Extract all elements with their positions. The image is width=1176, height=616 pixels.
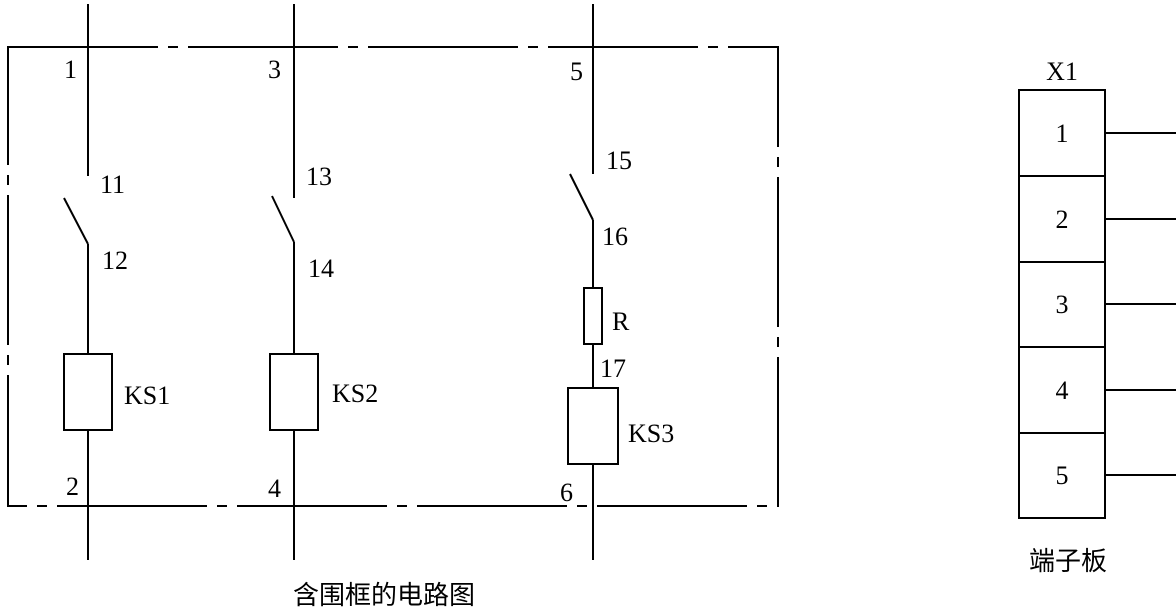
terminal-board-outline	[1018, 89, 1106, 519]
terminal-board: X1 1 2 3 4 5 端子板	[1018, 57, 1176, 577]
node-label-11: 11	[100, 170, 125, 199]
enclosure-frame	[7, 46, 779, 507]
node-label-16: 16	[602, 222, 628, 251]
coil-ks2	[269, 353, 319, 431]
resistor-label-r: R	[612, 307, 630, 336]
node-label-13: 13	[306, 162, 332, 191]
coil-label-ks3: KS3	[628, 419, 674, 448]
node-label-5: 5	[570, 57, 583, 86]
branch-3-switch-blade	[569, 173, 594, 221]
coil-label-ks2: KS2	[332, 379, 378, 408]
terminal-board-caption: 端子板	[1029, 547, 1107, 577]
coil-ks1	[63, 353, 113, 431]
circuit-caption: 含围框的电路图	[293, 581, 475, 611]
node-label-15: 15	[606, 146, 632, 175]
coil-label-ks1: KS1	[124, 381, 170, 410]
coil-ks3	[567, 387, 619, 465]
branch-2-switch-blade	[271, 195, 295, 243]
node-label-6: 6	[560, 478, 573, 507]
node-label-4: 4	[268, 474, 281, 503]
node-label-3: 3	[268, 55, 281, 84]
resistor-r	[583, 287, 603, 345]
terminal-label-5: 5	[1056, 461, 1069, 490]
node-label-12: 12	[102, 246, 128, 275]
node-label-17: 17	[600, 354, 626, 383]
node-label-1: 1	[64, 55, 77, 84]
branch-1: 1 11 12 KS1 2	[63, 4, 170, 560]
terminal-label-3: 3	[1056, 290, 1069, 319]
node-label-14: 14	[308, 254, 334, 283]
terminal-board-name: X1	[1046, 57, 1078, 86]
branch-1-switch-blade	[63, 197, 89, 245]
branch-2: 3 13 14 KS2 4	[268, 4, 378, 560]
branch-3: 5 15 16 R 17 KS3 6	[560, 4, 674, 560]
node-label-2: 2	[66, 472, 79, 501]
terminal-label-4: 4	[1056, 376, 1069, 405]
terminal-label-1: 1	[1056, 119, 1069, 148]
terminal-label-2: 2	[1056, 205, 1069, 234]
